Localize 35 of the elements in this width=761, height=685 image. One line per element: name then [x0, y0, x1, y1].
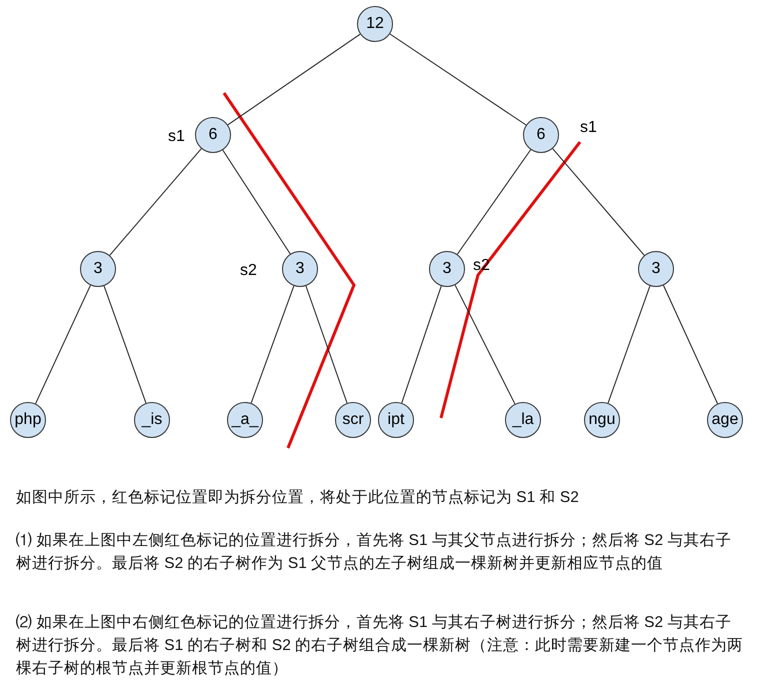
note-paragraph: ⑵ 如果在上图中右侧红色标记的位置进行拆分，首先将 S1 与其右子树进行拆分；然后将 S2 与其右子树进行拆分。最后将 S1 的右子树和 S2 的右子树组合成一棵新树（注意：此时需要新建一个节点作为两棵右子树的根节点并更新根节点的值）	[16, 613, 744, 679]
tree-node-circle: php	[10, 402, 46, 438]
note-paragraph: 如图中所示，红色标记位置即为拆分位置，将处于此位置的节点标记为 S1 和 S2	[16, 488, 580, 508]
tree-branch-line	[454, 284, 516, 404]
tree-branch-line	[608, 285, 650, 404]
tree-node-circle: ipt	[378, 402, 414, 438]
tree-node-circle: 3	[429, 251, 465, 287]
tree-node-circle: 6	[523, 117, 559, 153]
node-tag: s1	[168, 128, 185, 146]
node-tag: s2	[240, 262, 257, 280]
tree-branch-line	[389, 34, 527, 126]
tree-branch-line	[401, 286, 442, 404]
tree-branch-line	[305, 285, 348, 404]
tree-node-circle: _a_	[227, 402, 263, 438]
tree-branch-line	[456, 149, 532, 255]
tree-node-circle: ngu	[584, 402, 620, 438]
tree-branch-line	[222, 150, 291, 254]
tree-node-circle: _is	[134, 402, 170, 438]
tree-branch-line	[227, 34, 361, 126]
tree-branch-line	[662, 284, 718, 404]
tree-node-circle: 12	[357, 6, 393, 42]
tree-node-circle: scr	[335, 402, 371, 438]
node-tag: s1	[580, 119, 597, 137]
tree-node-circle: _la	[505, 402, 541, 438]
tree-branch-line	[250, 285, 294, 404]
tree-node-circle: age	[707, 402, 743, 438]
tree-node-circle: 3	[638, 251, 674, 287]
tree-branch-line	[109, 148, 202, 256]
tree-branch-line	[552, 148, 645, 256]
note-paragraph: ⑴ 如果在上图中左侧红色标记的位置进行拆分，首先将 S1 与其父节点进行拆分；然后将 S2 与其右子树进行拆分。最后将 S2 的右子树作为 S1 父节点的左子树组成一棵新树并更新相应节点的值	[16, 531, 732, 574]
tree-node-circle: 6	[195, 117, 231, 153]
tree-branch-line	[104, 285, 146, 404]
tree-node-circle: 3	[80, 251, 116, 287]
tree-branch-line	[35, 284, 91, 404]
tree-node-circle: 3	[282, 251, 318, 287]
